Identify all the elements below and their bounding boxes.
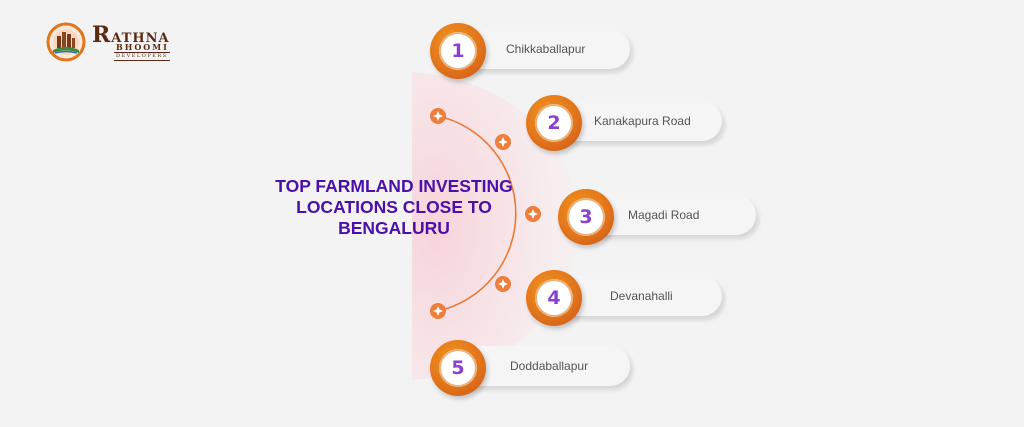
sparkle-icon [498, 279, 508, 289]
brand-logo: RATHNA BHOOMI DEVELOPERS [46, 22, 170, 62]
logo-subtitle: BHOOMI [116, 41, 169, 52]
location-name: Doddaballapur [510, 359, 589, 373]
location-name: Devanahalli [610, 289, 673, 303]
location-pill: Magadi Road [586, 195, 756, 235]
location-pill: Devanahalli [554, 276, 722, 316]
number-badge: 2 [526, 95, 582, 151]
sparkle-icon [433, 306, 443, 316]
badge-number: 2 [535, 104, 573, 142]
logo-emblem-icon [46, 22, 86, 62]
sparkle-icon [528, 209, 538, 219]
logo-name-rest: ATHNA [111, 30, 170, 46]
location-pill: Kanakapura Road [554, 101, 722, 141]
logo-initial: R [92, 21, 112, 48]
number-badge: 4 [526, 270, 582, 326]
page-title: TOP FARMLAND INVESTING LOCATIONS CLOSE T… [275, 176, 513, 238]
sparkle-icon [498, 137, 508, 147]
location-pill: Chikkaballapur [458, 29, 630, 69]
logo-tagline: DEVELOPERS [114, 51, 170, 61]
badge-number: 1 [439, 32, 477, 70]
location-name: Magadi Road [628, 208, 700, 222]
sparkle-icon [433, 111, 443, 121]
number-badge: 3 [558, 189, 614, 245]
location-name: Kanakapura Road [594, 114, 691, 128]
number-badge: 5 [430, 340, 486, 396]
badge-number: 4 [535, 279, 573, 317]
logo-name: RATHNA [92, 24, 170, 46]
badge-number: 3 [567, 198, 605, 236]
location-name: Chikkaballapur [506, 42, 586, 56]
location-pill: Doddaballapur [458, 346, 630, 386]
badge-number: 5 [439, 349, 477, 387]
connector-arc [437, 115, 517, 312]
logo-wordmark: RATHNA BHOOMI DEVELOPERS [92, 24, 170, 61]
number-badge: 1 [430, 23, 486, 79]
